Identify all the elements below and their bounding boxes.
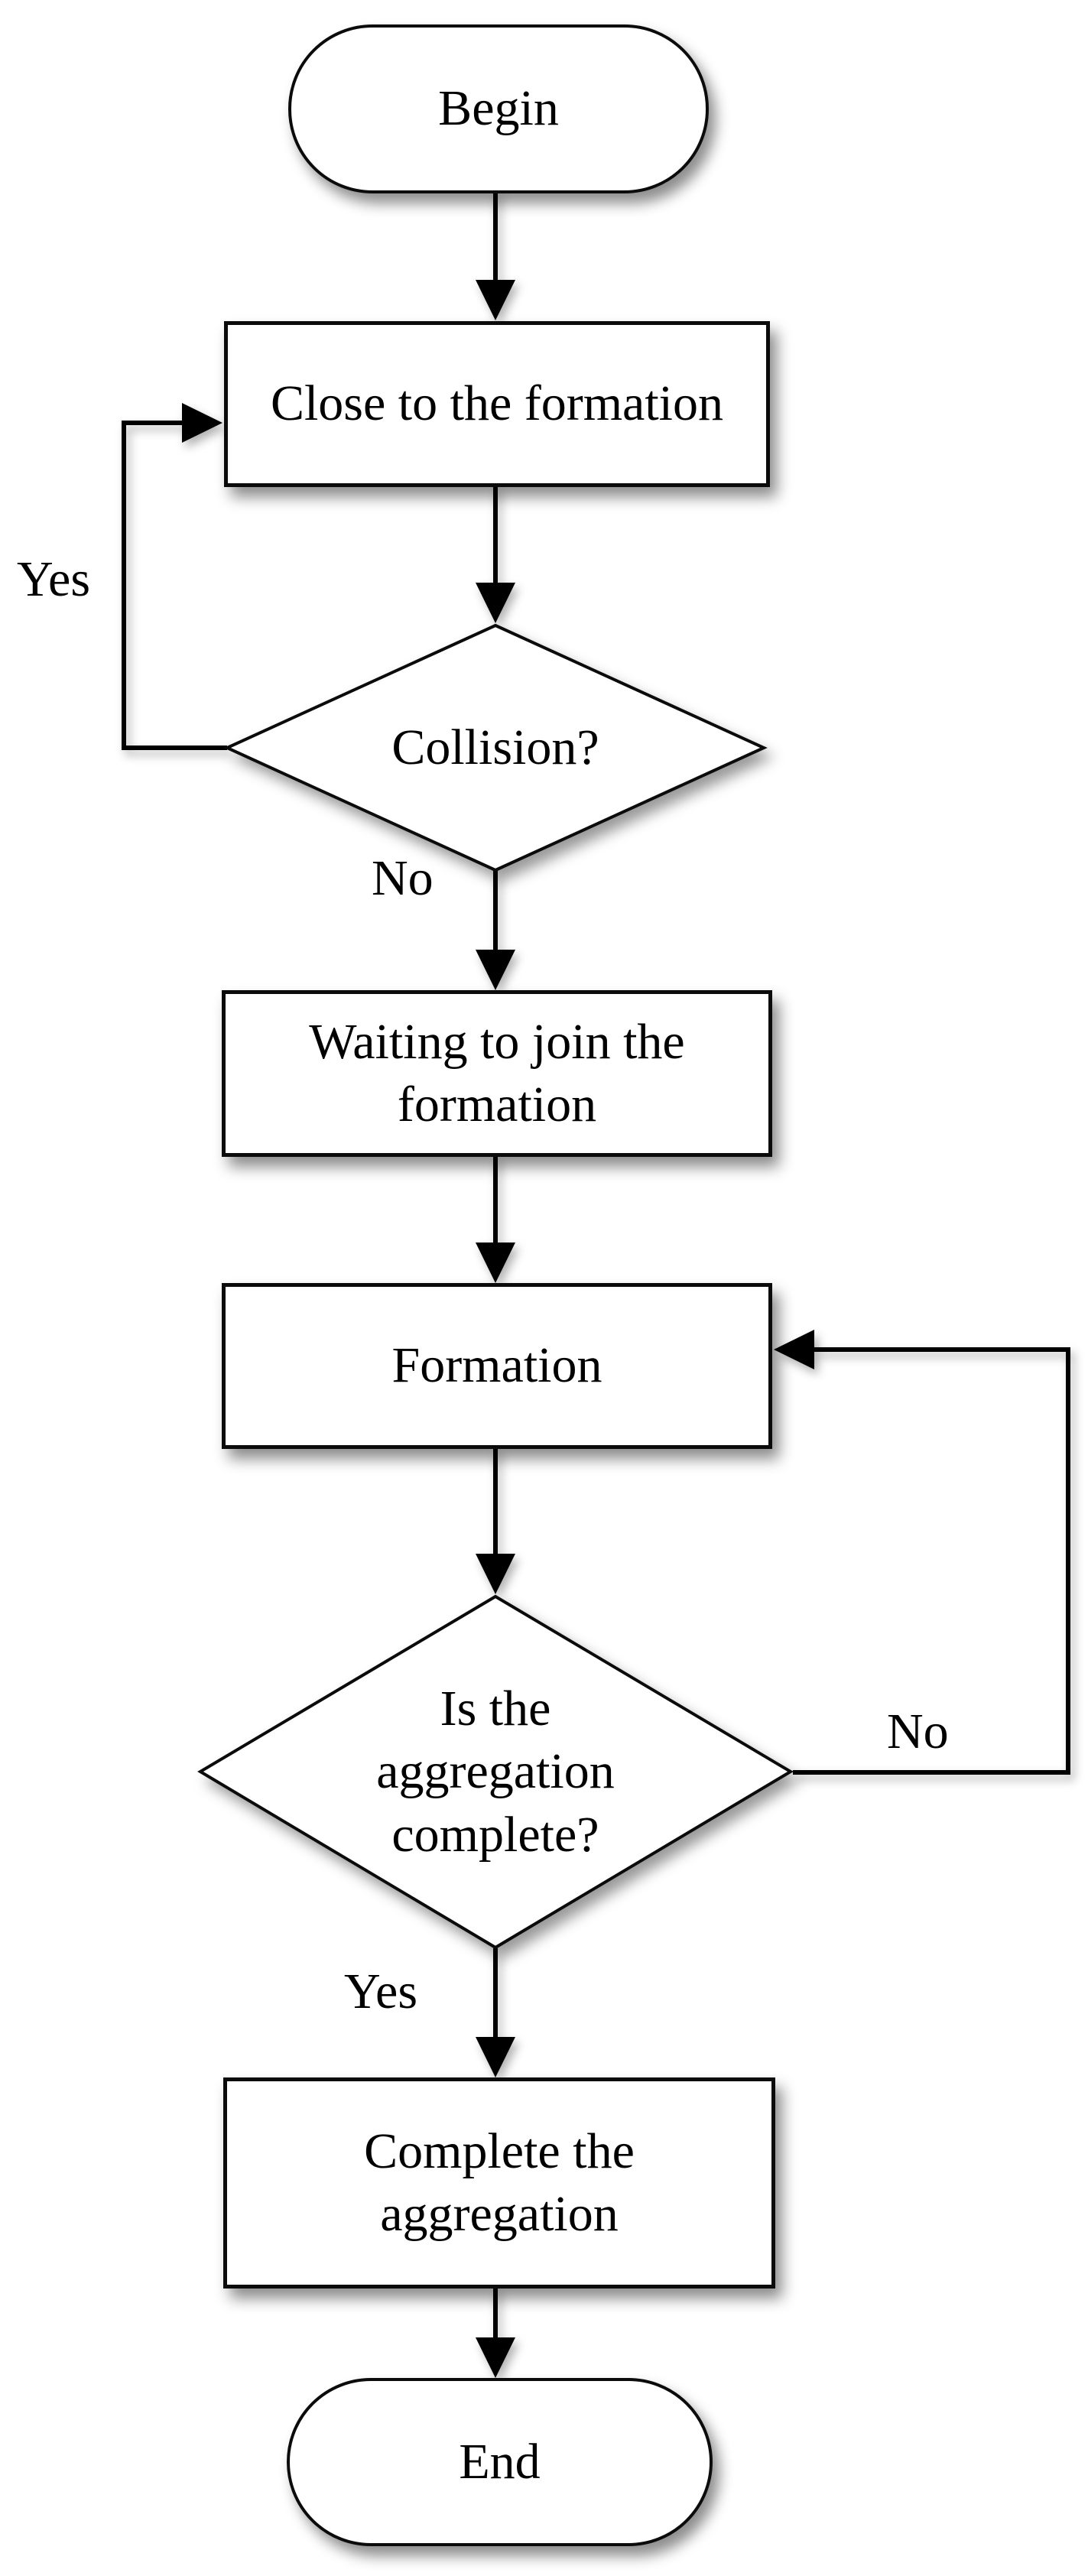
label-collision-no: No (372, 850, 434, 906)
diamond-shape (223, 623, 768, 872)
label-collision-yes: Yes (17, 551, 91, 607)
edge-aggregation-yes-to-complete (476, 1948, 515, 2077)
node-close-to-formation: Close to the formation (224, 321, 770, 487)
arrowhead-down-icon (476, 1243, 515, 1283)
arrowhead-down-icon (476, 1554, 515, 1594)
node-collision-label: Collision? (391, 719, 599, 775)
node-formation-label: Formation (391, 1337, 602, 1394)
node-close-to-formation-label: Close to the formation (270, 375, 724, 432)
arrowhead-down-icon (476, 950, 515, 990)
edge-begin-to-close (476, 191, 515, 320)
node-waiting-to-join-label: Waiting to join the formation (309, 1013, 685, 1133)
node-aggregation-label: Is the aggregation complete? (376, 1680, 615, 1863)
node-end-label: End (459, 2433, 541, 2490)
node-end: End (287, 2378, 713, 2546)
node-complete-aggregation-label: Complete the aggregation (364, 2123, 635, 2243)
diamond-shape (197, 1594, 794, 1950)
edge-formation-to-aggregation (476, 1447, 515, 1594)
node-aggregation-decision: Is the aggregation complete? (197, 1594, 794, 1950)
label-aggregation-yes: Yes (344, 1964, 418, 2019)
node-formation: Formation (222, 1283, 772, 1449)
arrowhead-down-icon (476, 2337, 515, 2378)
edge-aggregation-no-loop (774, 1330, 1070, 1775)
arrowhead-down-icon (476, 2037, 515, 2077)
node-complete-aggregation: Complete the aggregation (223, 2077, 775, 2289)
edge-collision-yes-loop (122, 403, 227, 750)
node-collision-decision: Collision? (223, 623, 768, 872)
node-begin: Begin (288, 24, 709, 193)
arrowhead-down-icon (476, 583, 515, 623)
node-waiting-to-join: Waiting to join the formation (222, 990, 772, 1157)
arrowhead-down-icon (476, 280, 515, 320)
edge-collision-no-to-waiting (476, 871, 515, 990)
node-begin-label: Begin (438, 80, 559, 137)
edge-close-to-collision (476, 486, 515, 623)
arrowhead-left-icon (774, 1330, 814, 1369)
edge-complete-to-end (476, 2287, 515, 2378)
arrowhead-right-icon (182, 403, 222, 443)
label-aggregation-no: No (887, 1704, 949, 1759)
edge-waiting-to-formation (476, 1155, 515, 1283)
